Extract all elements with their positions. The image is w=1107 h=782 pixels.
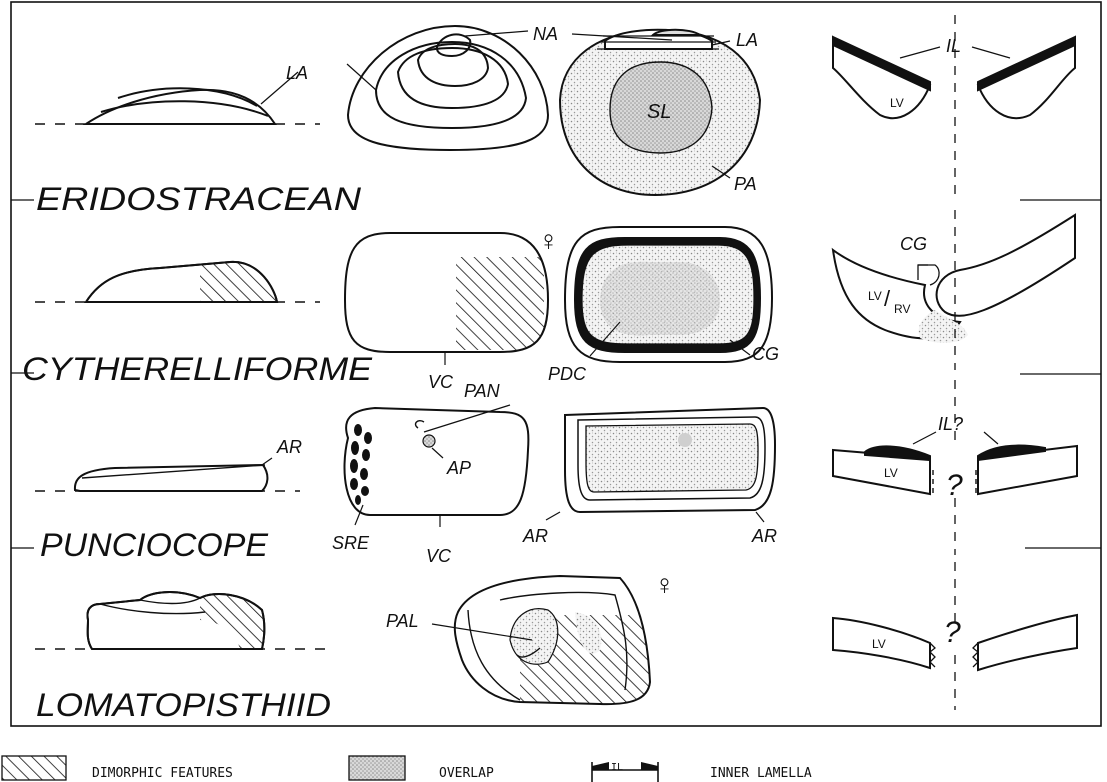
row-punciocope: AR PAN AP SRE VC (35, 380, 1077, 566)
legend-dimorphic: DIMORPHIC FEATURES (2, 756, 233, 781)
cytherelliforme-rv-label: RV (894, 302, 910, 316)
row-cytherelliforme: VC ♀ PDC CG CG LV / RV CYTHERELLIFORME (22, 210, 1075, 392)
eridostracean-lv-label: LV (890, 96, 904, 110)
punciocope-pan-label: PAN (464, 381, 501, 401)
legend-inner-lamella-swatch (592, 762, 658, 770)
row-label-punciocope: PUNCIOCOPE (40, 527, 269, 563)
cytherelliforme-valve (345, 233, 548, 365)
eridostracean-la-label: LA (286, 63, 308, 83)
cytherelliforme-vc-label: VC (428, 372, 454, 392)
row-label-eridostracean: ERIDOSTRACEAN (36, 181, 362, 217)
cytherelliforme-cg-right-label: CG (900, 234, 927, 254)
punciocope-ar-right-label: AR (751, 526, 777, 546)
cytherelliforme-female-symbol: ♀ (538, 225, 559, 256)
row-eridostracean: LA NA LA SL PA (35, 15, 1075, 217)
legend-overlap-label: OVERLAP (439, 766, 494, 781)
eridostracean-il-label: IL (946, 36, 961, 56)
row-label-cytherelliforme: CYTHERELLIFORME (22, 351, 373, 387)
legend-dimorphic-label: DIMORPHIC FEATURES (92, 766, 233, 781)
lomatopisthiid-question-mark: ? (944, 616, 961, 649)
punciocope-lv-label: LV (884, 466, 898, 480)
eridostracean-na-label: NA (533, 24, 558, 44)
cytherelliforme-lv-label: LV (868, 289, 882, 303)
eridostracean-la-right-label: LA (736, 30, 758, 50)
punciocope-inner-lamella-section (833, 380, 1077, 555)
cytherelliforme-cg-label: CG (752, 344, 779, 364)
punciocope-sre-label: SRE (332, 533, 370, 553)
row-lomatopisthiid: PAL ♀ LV ? LOMATOPISTHIID (35, 562, 1077, 723)
legend-inner-lamella: IL INNER LAMELLA (592, 762, 812, 782)
lomatopisthiid-lv-label: LV (872, 637, 886, 651)
punciocope-ar-left-label: AR (522, 526, 548, 546)
eridostracean-profile (35, 72, 320, 124)
punciocope-internal-valve (546, 408, 775, 522)
lomatopisthiid-profile (35, 592, 330, 649)
punciocope-vc-label: VC (426, 546, 452, 566)
row-label-lomatopisthiid: LOMATOPISTHIID (36, 687, 331, 723)
legend-inner-lamella-swatch-label: IL (611, 762, 623, 773)
punciocope-ar-label: AR (276, 437, 302, 457)
cytherelliforme-profile (35, 262, 320, 302)
lomatopisthiid-valve (432, 576, 660, 710)
lomatopisthiid-pal-label: PAL (386, 611, 419, 631)
punciocope-profile (35, 458, 300, 491)
cytherelliforme-internal-valve (565, 227, 772, 362)
legend-overlap: OVERLAP (349, 756, 494, 781)
punciocope-il-label: IL? (938, 414, 963, 434)
legend: DIMORPHIC FEATURES OVERLAP IL INNER LAME… (2, 756, 812, 782)
legend-stipple-swatch (349, 756, 405, 780)
punciocope-question-mark: ? (946, 469, 963, 502)
lomatopisthiid-female-symbol: ♀ (654, 569, 675, 600)
punciocope-valve (344, 405, 528, 527)
legend-hatch-swatch (2, 756, 66, 780)
eridostracean-sl-label: SL (647, 101, 671, 123)
cytherelliforme-slash: / (884, 286, 891, 311)
cytherelliforme-pdc-label: PDC (548, 364, 587, 384)
eridostracean-pa-label: PA (734, 174, 757, 194)
punciocope-ap-label: AP (446, 458, 471, 478)
legend-inner-lamella-label: INNER LAMELLA (710, 766, 812, 781)
eridostracean-concentric-valve (347, 26, 548, 150)
